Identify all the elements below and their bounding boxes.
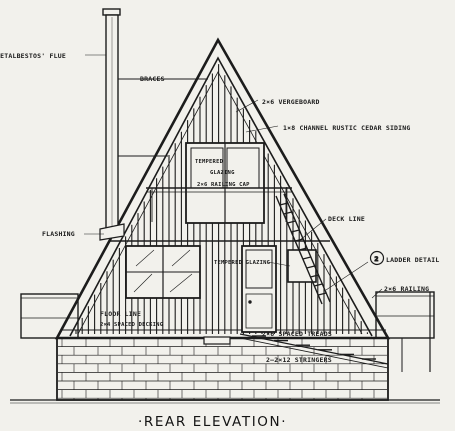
foundation-wall [10, 336, 440, 404]
flashing [99, 223, 125, 241]
upper-railing [146, 187, 292, 222]
detail-bubble [369, 250, 385, 266]
upper-window [185, 142, 265, 224]
ladder [275, 193, 331, 305]
label-tempered-lower: TEMPERED GLAZING [214, 260, 271, 266]
stair-stringer [239, 337, 389, 369]
label-spaced-decking: 2×4 SPACED DECKING [100, 322, 164, 328]
label-railing-cap: 2×6 RAILING CAP [197, 182, 250, 188]
ladder-rung [310, 274, 319, 278]
ladder-rung [318, 292, 327, 296]
label-railing: 2×6 RAILING [384, 285, 429, 293]
label-spaced-treads: 2×6 SPACED TREADS [262, 330, 332, 338]
drawing-title: ·REAR ELEVATION· [138, 414, 287, 430]
label-flue: METALBESTOS' FLUE [0, 52, 66, 60]
door-knob [248, 300, 252, 304]
chimney-flue [99, 8, 208, 241]
glass-mark [169, 273, 193, 293]
ladder-rung [314, 283, 323, 287]
label-siding: 1×8 CHANNEL RUSTIC CEDAR SIDING [283, 124, 411, 132]
right-railing-box [375, 291, 435, 339]
block-courses [58, 338, 387, 400]
ladder-rung [287, 220, 296, 224]
ladder-rung [298, 247, 308, 251]
rear-door [241, 245, 277, 333]
lower-left-window [125, 245, 201, 299]
left-railing-box [20, 293, 79, 339]
door-lower-panel [245, 293, 273, 329]
foundation-vent [203, 336, 231, 345]
label-stringers: 2–2×12 STRINGERS [266, 356, 332, 364]
exterior-stairs [239, 333, 389, 369]
ladder-detail-number: 2 [375, 255, 379, 263]
roof-inner-edge [69, 56, 373, 337]
ladder-rung [283, 211, 292, 215]
flue-cap [102, 8, 121, 16]
ladder-rung [306, 265, 315, 269]
left-railing [20, 293, 79, 339]
leader-lines [84, 54, 383, 299]
glass-mark [171, 249, 191, 267]
door-glass-panel [245, 249, 273, 289]
ladder-rung [302, 256, 311, 260]
label-floor-line: FLOOR LINE [100, 310, 141, 318]
label-glazing-upper: GLAZING [210, 170, 235, 176]
vergeboard-line [77, 71, 363, 335]
label-braces: BRACES [140, 75, 165, 83]
glass-mark [135, 249, 155, 267]
right-railing [375, 291, 435, 372]
ladder-rung [291, 229, 300, 233]
label-deck-line: DECK LINE [328, 215, 365, 223]
door-frame [241, 245, 277, 333]
glass-mark [133, 273, 153, 293]
ladder-detail-callout: 2 [369, 250, 385, 266]
label-tempered-upper: TEMPERED [195, 159, 224, 165]
label-ladder-detail: LADDER DETAIL [386, 256, 439, 264]
ladder-rung [295, 238, 304, 242]
annotations: METALBESTOS' FLUE BRACES 2×6 VERGEBOARD … [0, 52, 439, 364]
label-vergeboard: 2×6 VERGEBOARD [262, 98, 320, 106]
ladder-rung [279, 202, 288, 206]
label-flashing: FLASHING [42, 230, 75, 238]
